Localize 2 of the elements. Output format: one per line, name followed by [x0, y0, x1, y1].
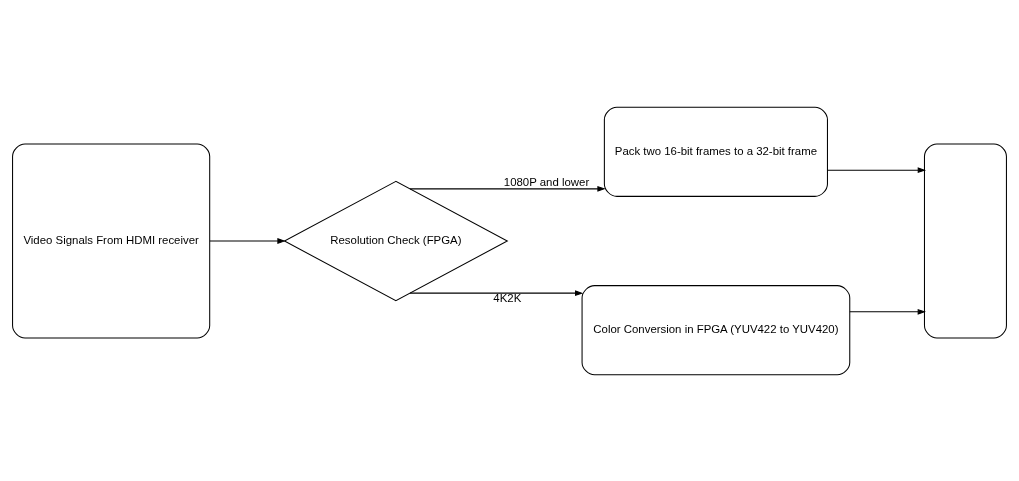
edge-label: 1080P and lower: [503, 175, 590, 188]
edge-label: 4K2K: [493, 291, 522, 304]
